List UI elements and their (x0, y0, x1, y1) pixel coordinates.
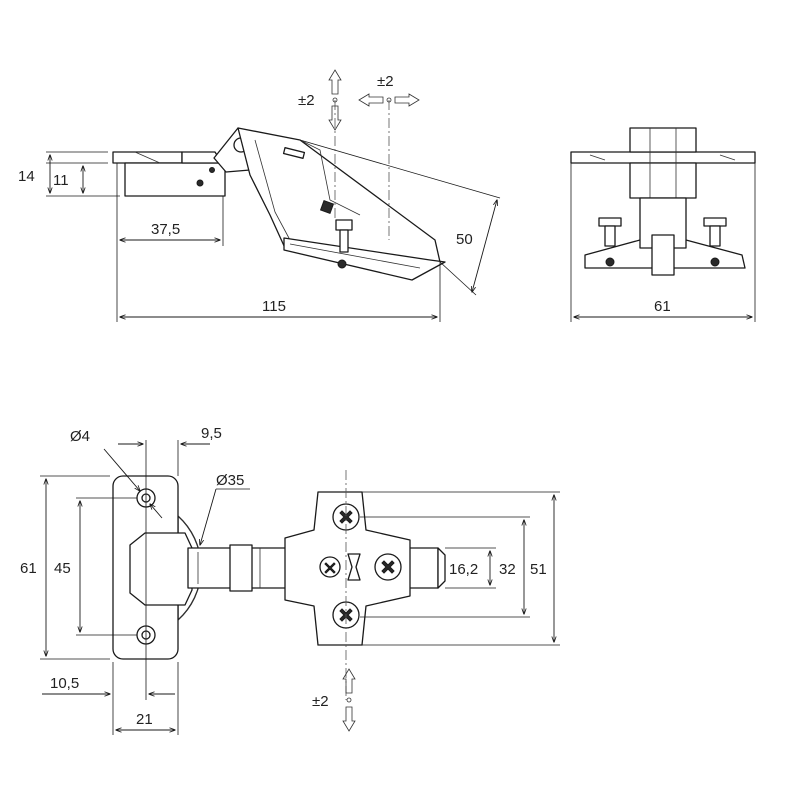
dim-plate-width: 21 (136, 711, 153, 728)
dim-depth-adjust: ±2 (312, 693, 329, 710)
side-view: 14 11 37,5 115 50 ±2 ±2 (18, 69, 501, 322)
dim-vertical-adjust: ±2 (298, 92, 315, 109)
dim-plate-height: 61 (20, 560, 37, 577)
dim-arm-height: 50 (456, 231, 473, 248)
dim-lateral-adjust: ±2 (377, 73, 394, 90)
dim-mount-slot: 16,2 (449, 561, 478, 578)
depth-adjust-arrow-icon (342, 668, 356, 694)
dim-mount-height: 51 (530, 561, 547, 578)
mounting-plate (283, 237, 446, 281)
lateral-adjust-arrow-icon (358, 93, 384, 107)
dim-hole-offset: 9,5 (201, 425, 222, 442)
dim-cup-offset: 37,5 (151, 221, 180, 238)
dim-hole-edge: 10,5 (50, 675, 79, 692)
adjust-screw-icon (381, 560, 395, 574)
end-view: 61 (570, 127, 756, 322)
vertical-adjust-arrow-icon (328, 69, 342, 95)
dim-width: 61 (654, 298, 671, 315)
dim-height-inner: 11 (53, 172, 69, 189)
dim-cup-diameter: Ø35 (216, 472, 244, 489)
screw-top-icon (339, 510, 353, 524)
dim-overall-length: 115 (262, 298, 286, 315)
plan-view: Ø4 9,5 Ø35 61 45 10,5 21 16,2 (20, 425, 560, 735)
dim-hole-spacing: 45 (54, 560, 71, 577)
dim-hole-diameter: Ø4 (70, 428, 90, 445)
dim-mount-spacing: 32 (499, 561, 516, 578)
dim-height-outer: 14 (18, 168, 35, 185)
